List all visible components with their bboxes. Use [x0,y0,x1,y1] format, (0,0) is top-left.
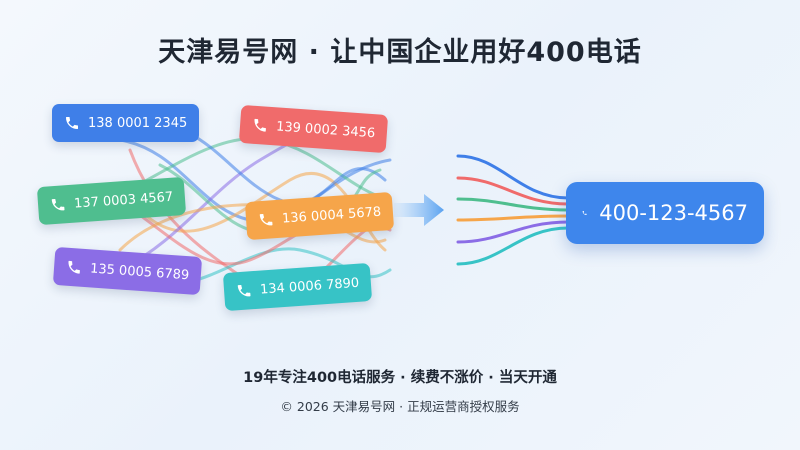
number-label: 137 0003 4567 [73,189,174,212]
number-label: 134 0006 7890 [259,275,360,298]
phone-icon [259,213,273,226]
converge-line [456,154,570,200]
target-number-label: 400-123-4567 [599,201,748,225]
phone-icon [51,198,65,211]
phone-icon [237,284,251,297]
phone-icon [68,260,80,274]
converge-line [456,220,570,244]
phone-icon [66,117,78,129]
converge-line [456,226,570,266]
target-number-card: 400-123-4567 [566,182,764,244]
phone-icon [254,118,266,132]
source-number-card: 139 0002 3456 [238,104,389,154]
converge-line [456,197,570,212]
arrow-right-icon [394,194,444,226]
number-label: 136 0004 5678 [281,204,382,227]
source-number-card: 136 0004 5678 [244,191,395,241]
footer-copyright: © 2026 天津易号网 · 正规运营商授权服务 [280,399,520,414]
converge-line [456,214,570,222]
number-label: 135 0005 6789 [89,260,190,283]
source-number-card: 137 0003 4567 [36,176,187,226]
source-number-card: 135 0005 6789 [52,246,203,296]
source-number-card: 134 0006 7890 [222,262,373,312]
number-label: 139 0002 3456 [275,118,376,141]
source-number-card: 138 0001 2345 [52,104,200,142]
number-label: 138 0001 2345 [88,115,188,131]
converge-line [456,176,570,206]
page-title: 天津易号网 · 让中国企业用好400电话 [158,37,642,68]
tagline: 19年专注400电话服务 · 续费不涨价 · 当天开通 [243,370,557,386]
phone-icon [582,211,587,215]
